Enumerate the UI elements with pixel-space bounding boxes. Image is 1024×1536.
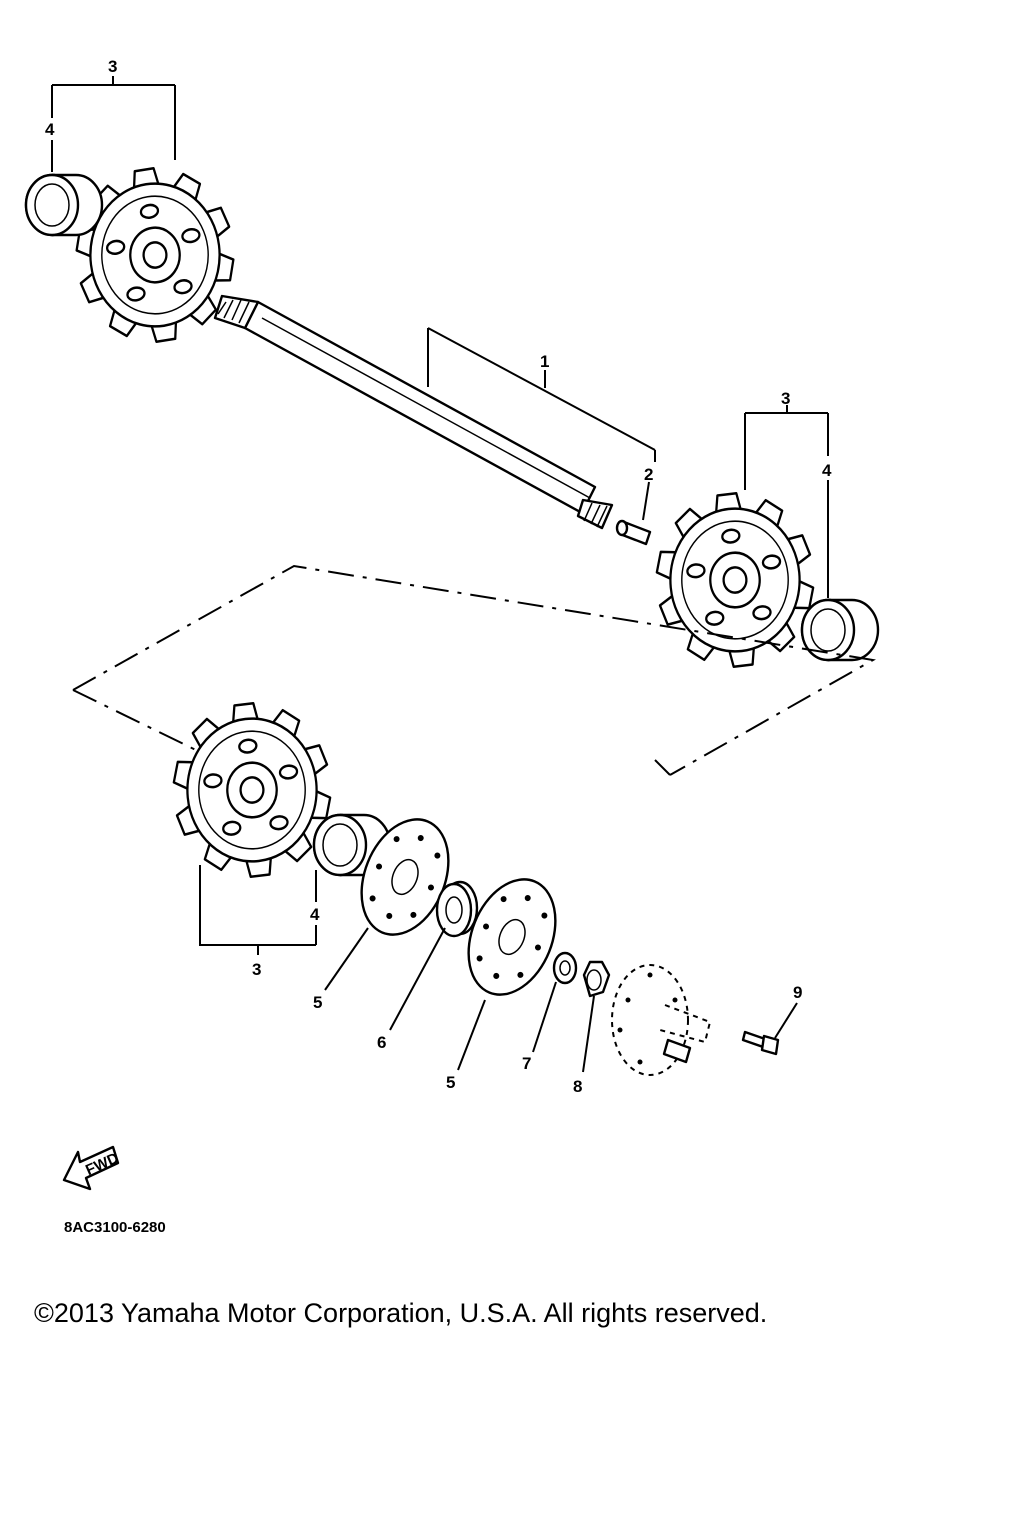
- callout-4-right: 4: [822, 461, 832, 480]
- assembly-outline: [72, 564, 876, 776]
- drawing-code: 8AC3100-6280: [64, 1219, 166, 1236]
- shaft-pin: [615, 519, 652, 546]
- copyright-notice: ©2013 Yamaha Motor Corporation, U.S.A. A…: [34, 1298, 767, 1328]
- bolt: [741, 1030, 780, 1056]
- callout-8: 8: [573, 1077, 582, 1096]
- callout-bracket-3-right: [744, 405, 829, 598]
- sprocket-right: [648, 484, 822, 676]
- callout-bracket-3-bottom: [199, 865, 317, 955]
- callout-2: 2: [644, 465, 653, 484]
- callout-bracket-1-2: [427, 327, 656, 521]
- callout-7: 7: [522, 1054, 531, 1073]
- callout-5-a: 5: [313, 993, 322, 1012]
- callout-4-bottom: 4: [310, 905, 320, 924]
- fwd-label: FWD: [83, 1149, 121, 1178]
- drive-shaft: [213, 294, 614, 530]
- ball-bearing: [435, 880, 479, 938]
- bearing-collar-top-left: [24, 173, 104, 237]
- sprocket-bottom: [165, 694, 339, 886]
- callout-3-bottom: 3: [252, 960, 261, 979]
- callout-1: 1: [540, 352, 549, 371]
- hub-flange: [611, 964, 712, 1076]
- washer: [552, 951, 578, 985]
- callout-6: 6: [377, 1033, 386, 1052]
- callout-3-top-left: 3: [108, 57, 117, 76]
- leader-lines: [324, 927, 798, 1073]
- nut: [582, 960, 611, 998]
- callout-4-top-left: 4: [45, 120, 55, 139]
- forward-arrow-icon: FWD: [62, 1145, 121, 1191]
- callout-5-b: 5: [446, 1073, 455, 1092]
- callout-9: 9: [793, 983, 802, 1002]
- callout-3-right: 3: [781, 389, 790, 408]
- callout-bracket-3-top-left: [51, 76, 176, 172]
